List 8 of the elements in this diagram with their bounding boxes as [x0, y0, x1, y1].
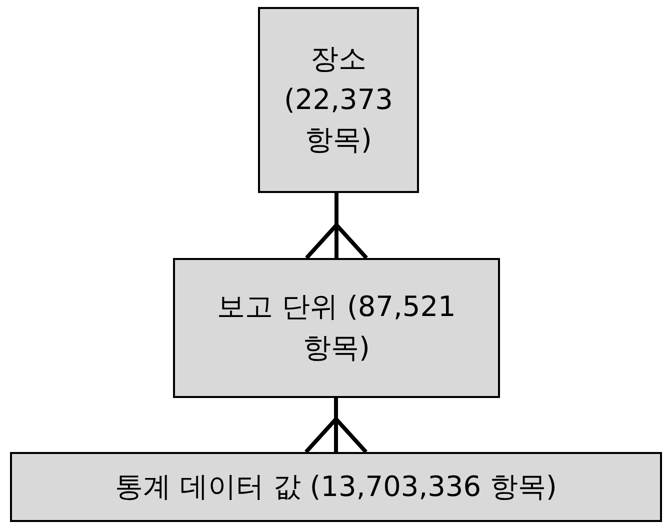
entity-label: 보고 단위 (87,521 항목)	[216, 289, 457, 366]
entity-label: 통계 데이터 값 (13,703,336 항목)	[115, 468, 557, 505]
crows-foot-connector	[304, 398, 368, 454]
entity-box	[258, 7, 419, 193]
entity-label: 장소 (22,373 항목)	[283, 41, 394, 158]
entity-box	[173, 258, 500, 398]
entity-box	[10, 452, 662, 522]
crows-foot-connector	[304, 193, 368, 260]
